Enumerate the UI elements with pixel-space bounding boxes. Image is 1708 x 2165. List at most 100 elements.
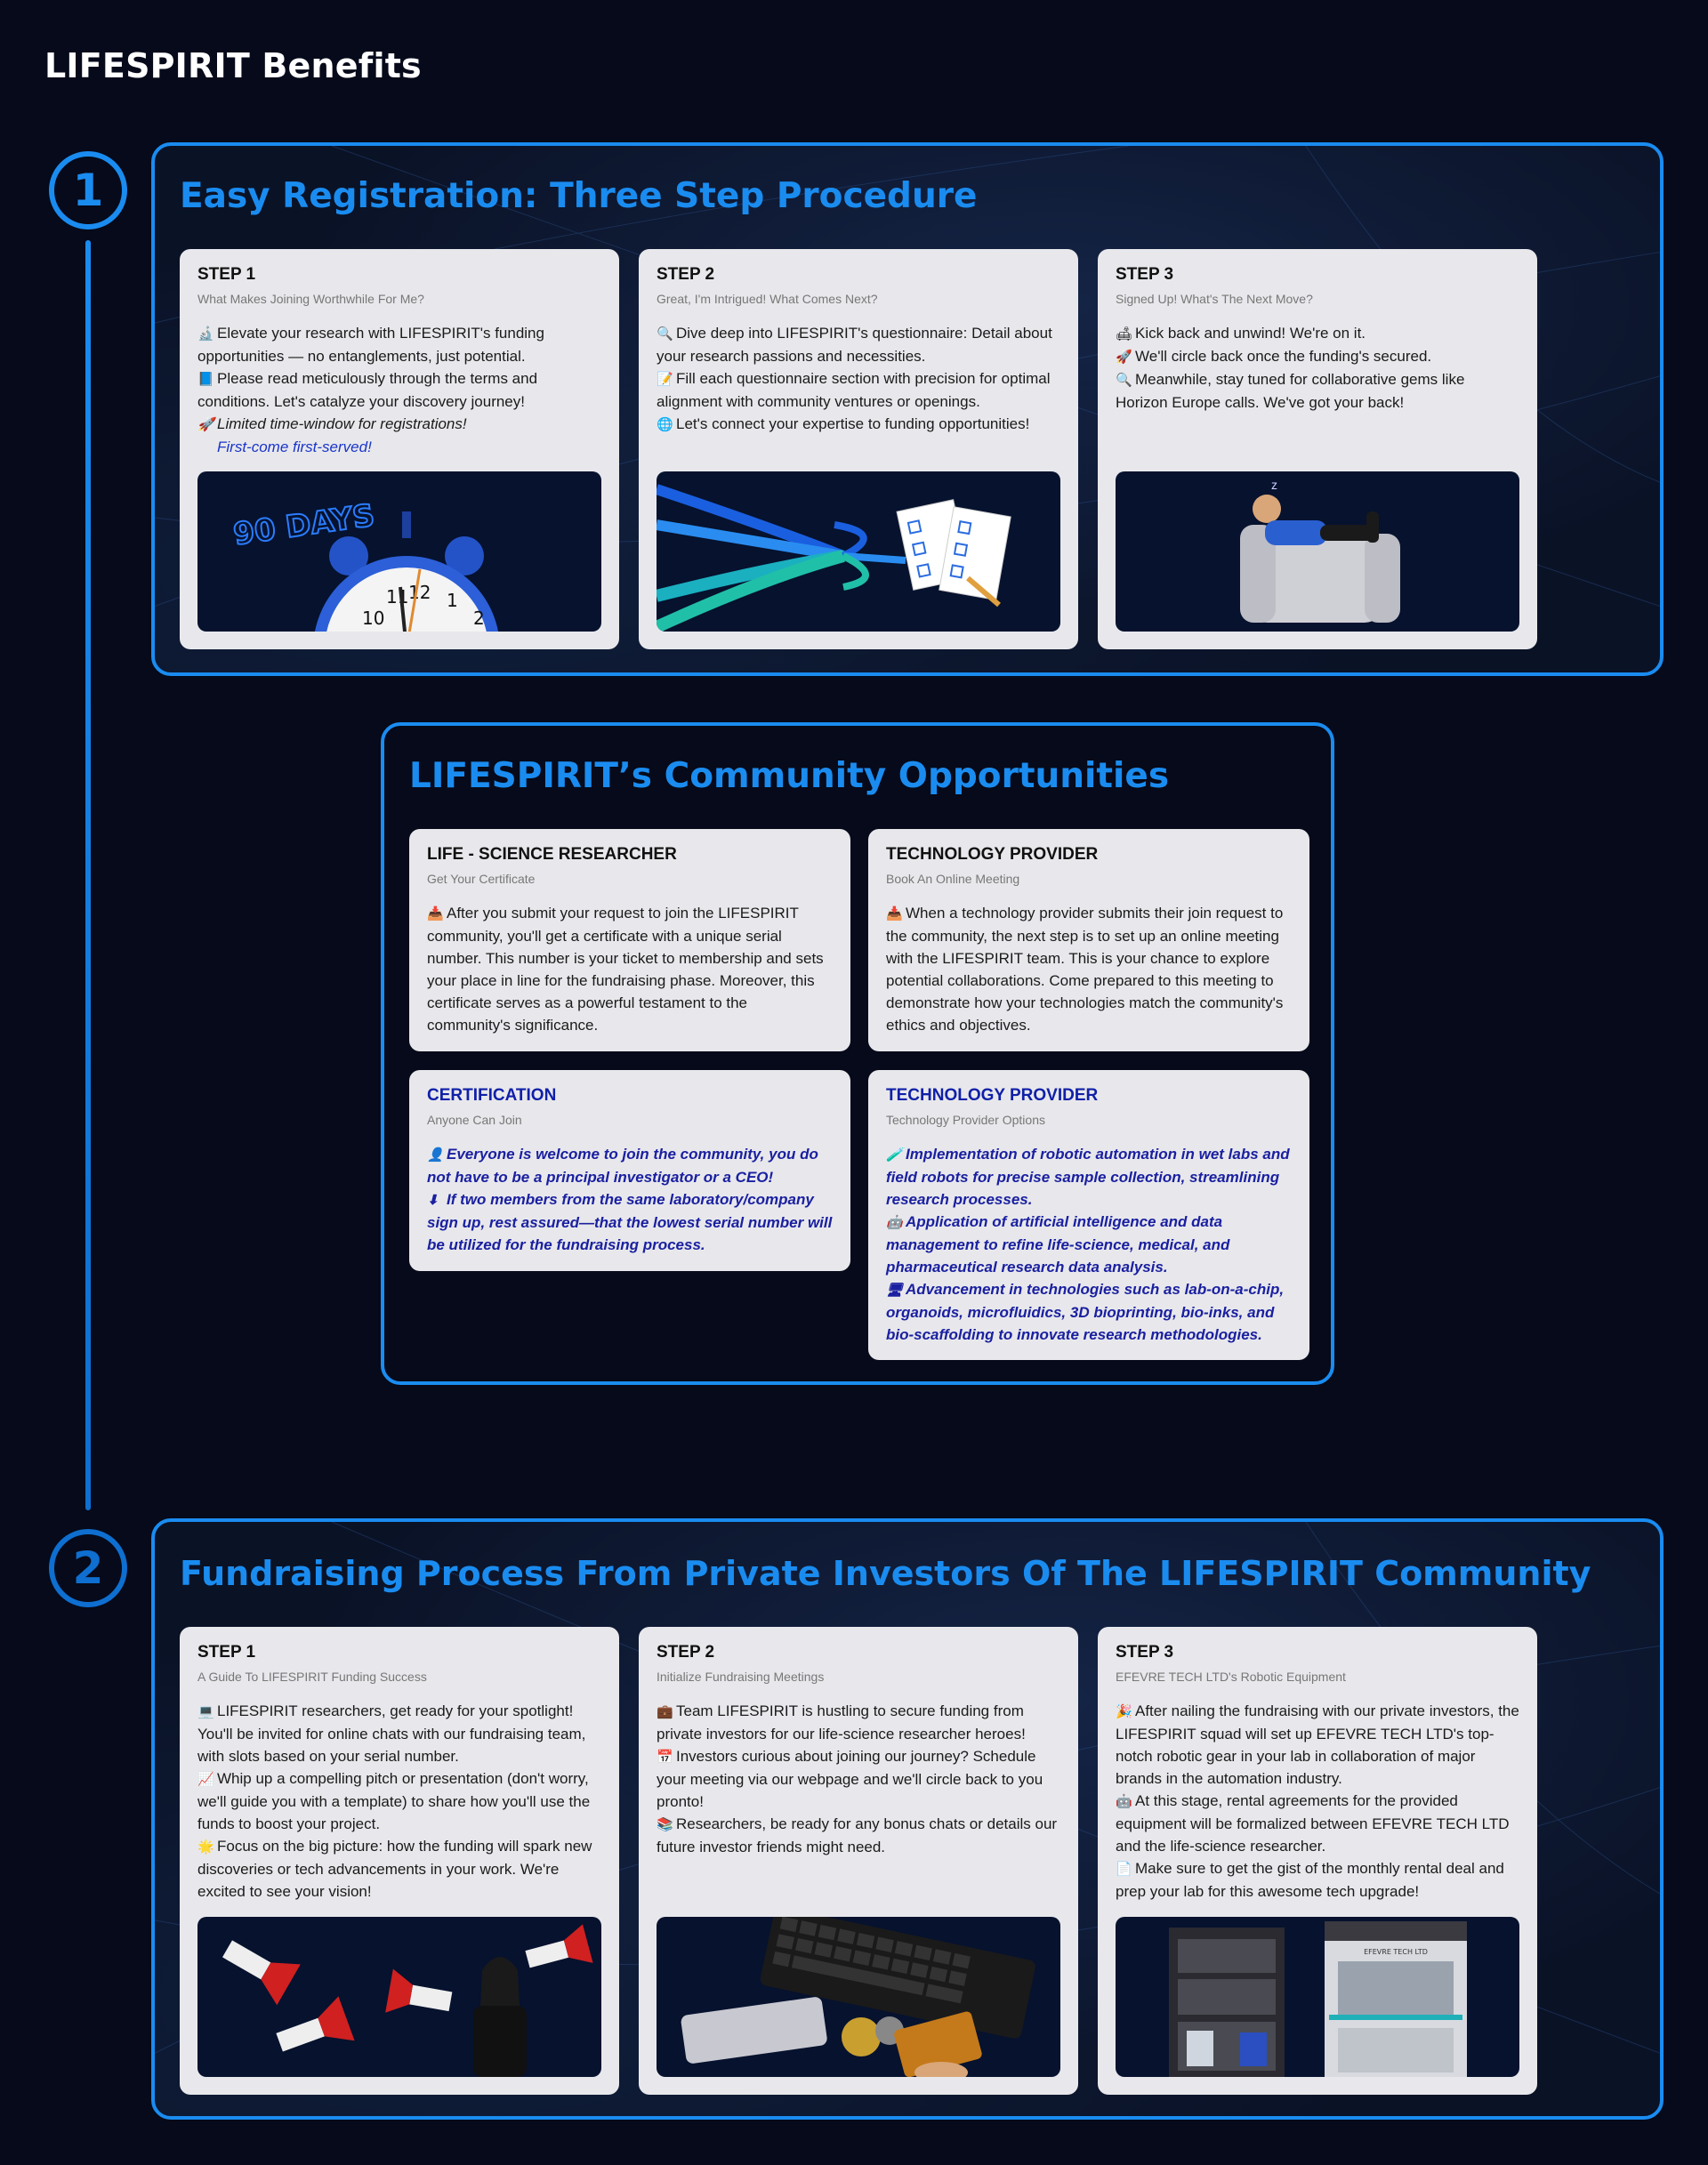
equipment-brand-text: EFEVRE TECH LTD xyxy=(1364,1948,1428,1956)
step-subtitle: What Makes Joining Worthwhile For Me? xyxy=(197,292,424,306)
fundraising-step-3-card: STEP 3 EFEVRE TECH LTD's Robotic Equipme… xyxy=(1098,1627,1537,2095)
community-title: LIFESPIRIT’s Community Opportunities xyxy=(409,756,1170,796)
questionnaire-image xyxy=(657,471,1060,632)
step-line: 💻LIFESPIRIT researchers, get ready for y… xyxy=(197,1702,586,1765)
researcher-card: LIFE - SCIENCE RESEARCHER Get Your Certi… xyxy=(409,829,850,1051)
step-line: 📈Whip up a compelling pitch or presentat… xyxy=(197,1770,591,1832)
card-line: 📥After you submit your request to join t… xyxy=(427,905,824,1034)
step-line: 🚀Limited time-window for registrations! xyxy=(197,413,601,436)
document-icon: 📄 xyxy=(1116,1862,1132,1877)
step-label: STEP 2 xyxy=(657,265,715,284)
step-line: 🔍Meanwhile, stay tuned for collaborative… xyxy=(1116,371,1465,411)
robot-icon: 🤖 xyxy=(1116,1794,1132,1809)
computer-icon: 🖥 xyxy=(886,1283,904,1298)
inbox-icon: 📥 xyxy=(886,906,903,922)
down-arrow-icon: ⬇ xyxy=(427,1193,439,1208)
party-icon: 🎉 xyxy=(1116,1704,1132,1719)
community-section: LIFESPIRIT’s Community Opportunities LIF… xyxy=(381,722,1334,1385)
lab-equipment-image: EFEVRE TECH LTD xyxy=(1116,1917,1519,2077)
step-line: 🛋Kick back and unwind! We're on it. xyxy=(1116,322,1519,345)
keyboard-cards-image xyxy=(657,1917,1060,2077)
fundraising-step-2-card: STEP 2 Initialize Fundraising Meetings 💼… xyxy=(639,1627,1078,2095)
clock-number: 10 xyxy=(362,608,384,629)
chart-up-icon: 📈 xyxy=(197,1772,214,1787)
step-line: 🌟Focus on the big picture: how the fundi… xyxy=(197,1838,592,1900)
certification-card: CERTIFICATION Anyone Can Join 👤Everyone … xyxy=(409,1070,850,1271)
card-line: 🧪Implementation of robotic automation in… xyxy=(886,1146,1290,1208)
first-come-note: First-come first-served! xyxy=(217,439,372,455)
step-label: STEP 3 xyxy=(1116,265,1174,284)
timeline-connector xyxy=(85,240,91,1510)
card-subtitle: Get Your Certificate xyxy=(427,872,536,886)
registration-step-3-card: STEP 3 Signed Up! What's The Next Move? … xyxy=(1098,249,1537,649)
step-label: STEP 1 xyxy=(197,265,256,284)
star-icon: 🌟 xyxy=(197,1839,214,1855)
fundraising-title: Fundraising Process From Private Investo… xyxy=(180,1554,1591,1593)
briefcase-icon: 💼 xyxy=(657,1704,673,1719)
step-line: 📄Make sure to get the gist of the monthl… xyxy=(1116,1860,1504,1900)
step-line: 📚Researchers, be ready for any bonus cha… xyxy=(657,1815,1058,1855)
megaphones-image xyxy=(197,1917,601,2077)
svg-text:z: z xyxy=(1271,478,1277,492)
fundraising-section: Fundraising Process From Private Investo… xyxy=(151,1518,1664,2120)
step-line: 🚀We'll circle back once the funding's se… xyxy=(1116,345,1519,368)
rocket-icon: 🚀 xyxy=(197,417,214,432)
card-line: ⬇If two members from the same laboratory… xyxy=(427,1191,833,1253)
step-line: 🔬Elevate your research with LIFESPIRIT's… xyxy=(197,325,544,365)
step-line: 📅Investors curious about joining our jou… xyxy=(657,1748,1043,1810)
magnifier-icon: 🔍 xyxy=(657,326,673,342)
card-subtitle: Anyone Can Join xyxy=(427,1113,522,1127)
rocket-icon: 🚀 xyxy=(1116,350,1132,365)
step-subtitle: Great, I'm Intrigued! What Comes Next? xyxy=(657,292,878,306)
timeline-step-1-badge: 1 xyxy=(49,151,127,229)
registration-step-1-card: STEP 1 What Makes Joining Worthwhile For… xyxy=(180,249,619,649)
card-label: TECHNOLOGY PROVIDER xyxy=(886,1086,1099,1105)
card-subtitle: Technology Provider Options xyxy=(886,1113,1045,1127)
step-label: STEP 3 xyxy=(1116,1643,1174,1662)
step-line: 🌐Let's connect your expertise to funding… xyxy=(657,413,1060,436)
card-label: LIFE - SCIENCE RESEARCHER xyxy=(427,845,677,864)
globe-icon: 🌐 xyxy=(657,417,673,432)
person-icon: 👤 xyxy=(427,1147,444,1163)
clock-number: 1 xyxy=(447,590,458,611)
registration-title: Easy Registration: Three Step Procedure xyxy=(180,176,978,216)
step-line: 📝Fill each questionnaire section with pr… xyxy=(657,370,1051,410)
step-label: STEP 2 xyxy=(657,1643,715,1662)
memo-icon: 📝 xyxy=(657,372,673,387)
card-label: TECHNOLOGY PROVIDER xyxy=(886,845,1099,864)
couch-icon: 🛋 xyxy=(1116,326,1133,342)
step-line: 📘Please read meticulously through the te… xyxy=(197,370,538,410)
step-line: 🔍Dive deep into LIFESPIRIT's questionnai… xyxy=(657,325,1052,365)
clock-number: 11 xyxy=(386,586,408,608)
laptop-icon: 💻 xyxy=(197,1704,214,1719)
step-line: 🤖At this stage, rental agreements for th… xyxy=(1116,1792,1510,1855)
card-line: 🖥Advancement in technologies such as lab… xyxy=(886,1281,1285,1343)
robot-icon: 🤖 xyxy=(886,1215,903,1230)
technology-provider-meeting-card: TECHNOLOGY PROVIDER Book An Online Meeti… xyxy=(868,829,1309,1051)
step-line: 🎉After nailing the fundraising with our … xyxy=(1116,1702,1519,1787)
registration-step-2-card: STEP 2 Great, I'm Intrigued! What Comes … xyxy=(639,249,1078,649)
card-subtitle: Book An Online Meeting xyxy=(886,872,1020,886)
step-subtitle: Signed Up! What's The Next Move? xyxy=(1116,292,1313,306)
microscope-icon: 🔬 xyxy=(197,326,214,342)
inbox-icon: 📥 xyxy=(427,906,444,922)
registration-section: Easy Registration: Three Step Procedure … xyxy=(151,142,1664,676)
magnifier-icon: 🔍 xyxy=(1116,373,1132,388)
book-icon: 📘 xyxy=(197,372,214,387)
technology-provider-options-card: TECHNOLOGY PROVIDER Technology Provider … xyxy=(868,1070,1309,1360)
page-title: LIFESPIRIT Benefits xyxy=(44,46,422,85)
step-subtitle: A Guide To LIFESPIRIT Funding Success xyxy=(197,1670,427,1684)
clock-number: 2 xyxy=(473,608,485,629)
step-subtitle: Initialize Fundraising Meetings xyxy=(657,1670,825,1684)
card-label: CERTIFICATION xyxy=(427,1086,557,1105)
calendar-icon: 📅 xyxy=(657,1750,673,1765)
card-line: 👤Everyone is welcome to join the communi… xyxy=(427,1146,818,1186)
card-line: 📥When a technology provider submits thei… xyxy=(886,905,1284,1034)
step-label: STEP 1 xyxy=(197,1643,256,1662)
step-subtitle: EFEVRE TECH LTD's Robotic Equipment xyxy=(1116,1670,1346,1684)
fundraising-step-1-card: STEP 1 A Guide To LIFESPIRIT Funding Suc… xyxy=(180,1627,619,2095)
test-tube-icon: 🧪 xyxy=(886,1147,903,1163)
ninety-days-clock-image: 90 DAYS 11 12 1 10 2 xyxy=(197,471,601,632)
books-icon: 📚 xyxy=(657,1817,673,1832)
timeline-step-2-badge: 2 xyxy=(49,1529,127,1607)
